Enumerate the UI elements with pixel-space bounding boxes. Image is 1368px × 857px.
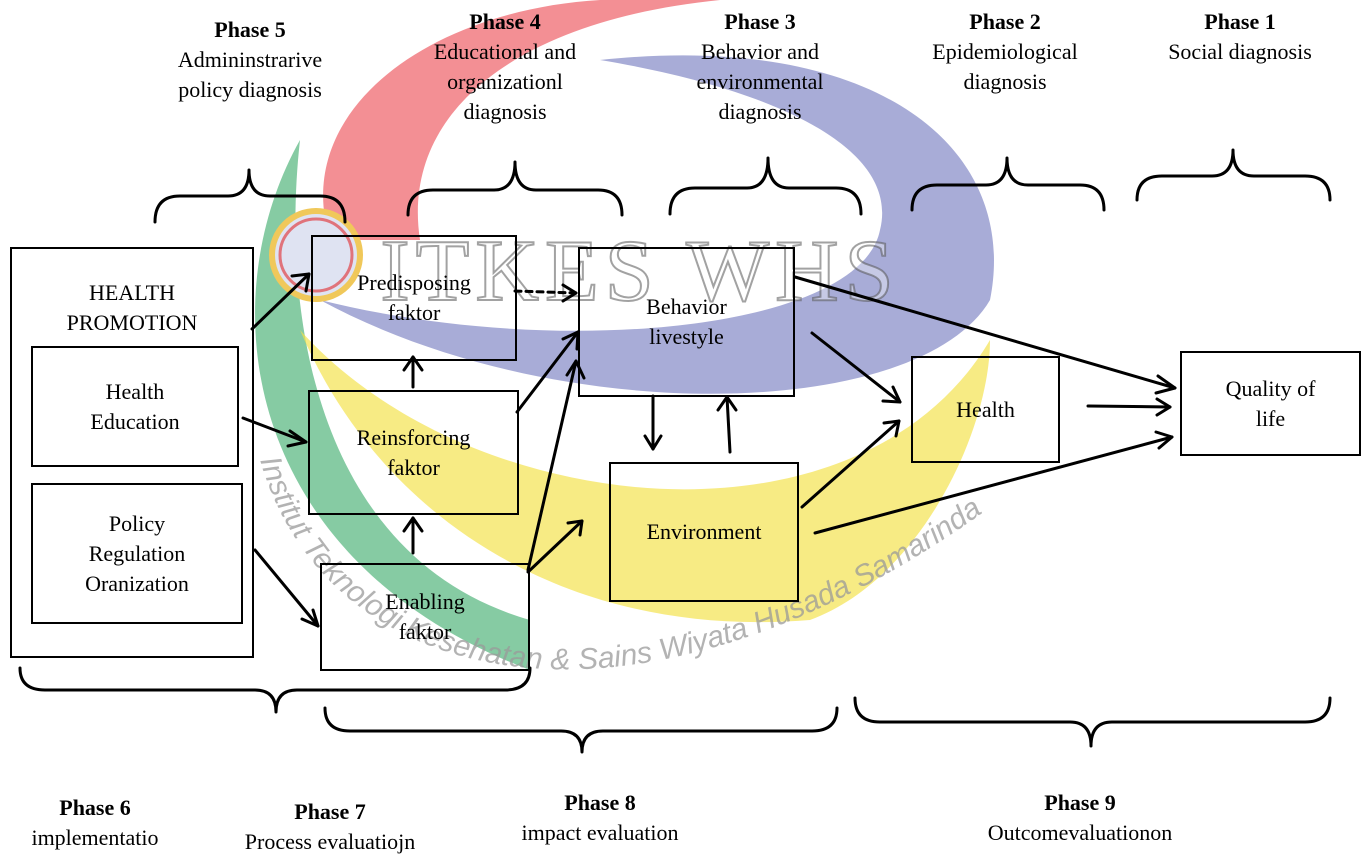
policy-box: Policy Regulation Oranization (31, 483, 243, 624)
health-box: Health (911, 356, 1060, 463)
phase-2-label: Phase 2 Epidemiological diagnosis (900, 7, 1110, 97)
phase-3-title: Phase 3 (724, 9, 796, 34)
phase-6-label: Phase 6 implementatio (0, 793, 190, 853)
phase-5-label: Phase 5 Admininstrarive policy diagnosis (130, 15, 370, 105)
phase-1-title: Phase 1 (1204, 9, 1276, 34)
behavior-label: Behavior livestyle (646, 294, 727, 349)
phase-2-desc: Epidemiological diagnosis (932, 39, 1078, 94)
predisposing-label: Predisposing faktor (357, 270, 471, 325)
environment-label: Environment (646, 519, 762, 544)
phase-3-label: Phase 3 Behavior and environmental diagn… (650, 7, 870, 127)
health-promotion-box (10, 247, 254, 658)
phase-9-desc: Outcomevaluationon (987, 820, 1173, 845)
environment-box: Environment (609, 462, 799, 602)
quality-of-life-label: Quality of life (1225, 375, 1316, 431)
health-education-box: Health Education (31, 346, 239, 467)
predisposing-box: Predisposing faktor (311, 235, 517, 361)
phase-4-desc: Educational and organizationl diagnosis (433, 39, 577, 124)
phase-4-label: Phase 4 Educational and organizationl di… (380, 7, 630, 127)
watermark-yellow-swoosh (300, 330, 990, 623)
phase-9-title: Phase 9 (1044, 790, 1116, 815)
phase-7-title: Phase 7 (294, 799, 366, 824)
phase-3-desc: Behavior and environmental diagnosis (696, 39, 824, 124)
quality-of-life-box: Quality of life (1180, 351, 1361, 456)
phase-9-label: Phase 9 Outcomevaluationon (930, 788, 1230, 848)
phase-7-label: Phase 7 Process evaluatiojn (200, 797, 460, 857)
health-promotion-title: HEALTH PROMOTION (66, 280, 198, 335)
phase-8-desc: impact evaluation (521, 820, 679, 845)
enabling-box: Enabling faktor (320, 563, 530, 671)
phase-6-title: Phase 6 (59, 795, 131, 820)
phase-1-desc: Social diagnosis (1168, 39, 1312, 64)
phase-5-title: Phase 5 (214, 17, 286, 42)
phase-8-title: Phase 8 (564, 790, 636, 815)
watermark-red-swoosh (323, 0, 720, 240)
phase-2-title: Phase 2 (969, 9, 1041, 34)
policy-label: Policy Regulation Oranization (85, 510, 189, 596)
reinforcing-box: Reinsforcing faktor (308, 390, 519, 515)
enabling-label: Enabling faktor (385, 589, 465, 644)
behavior-box: Behavior livestyle (578, 247, 795, 397)
health-label: Health (956, 396, 1015, 422)
phase-1-label: Phase 1 Social diagnosis (1140, 7, 1340, 67)
phase-6-desc: implementatio (31, 825, 159, 850)
health-education-label: Health Education (90, 378, 180, 434)
phase-7-desc: Process evaluatiojn (244, 829, 416, 854)
phase-5-desc: Admininstrarive policy diagnosis (177, 47, 323, 102)
phase-8-label: Phase 8 impact evaluation (480, 788, 720, 848)
phase-4-title: Phase 4 (469, 9, 541, 34)
reinforcing-label: Reinsforcing faktor (356, 424, 471, 480)
